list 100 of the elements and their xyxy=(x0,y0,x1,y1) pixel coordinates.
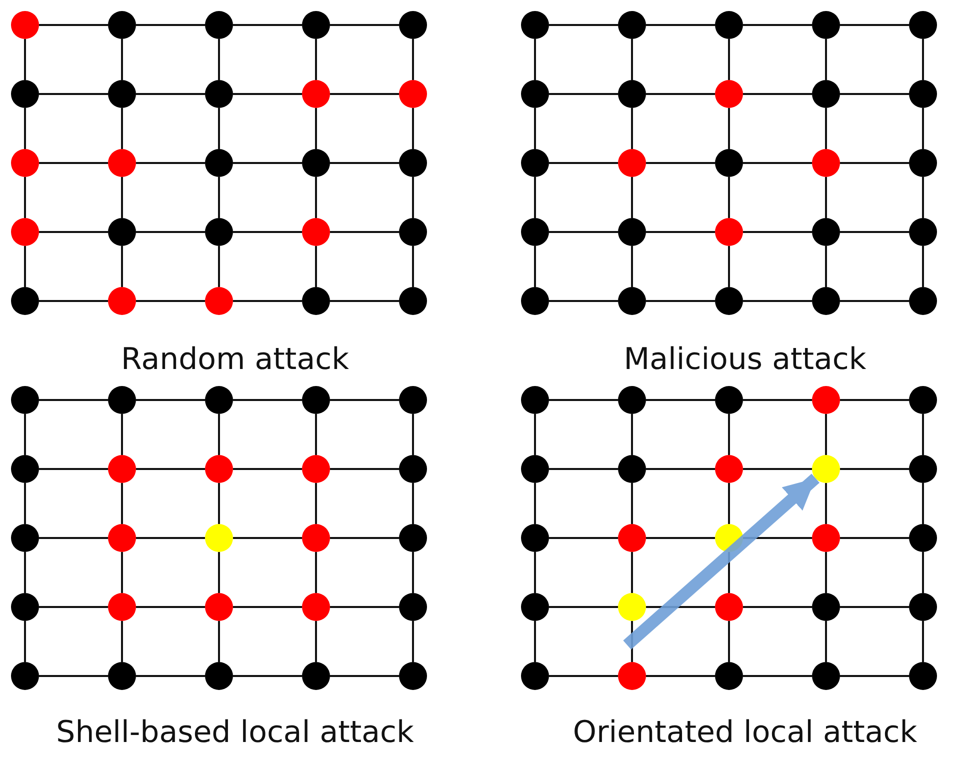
link-line xyxy=(218,177,220,218)
link-line xyxy=(840,606,909,608)
link-line xyxy=(412,621,414,662)
network-node xyxy=(399,218,427,246)
network-node xyxy=(108,218,136,246)
link-line xyxy=(534,414,536,455)
link-line xyxy=(39,606,108,608)
network-node xyxy=(909,386,937,414)
link-line xyxy=(315,177,317,218)
network-node xyxy=(812,662,840,690)
link-line xyxy=(743,606,812,608)
network-node xyxy=(399,662,427,690)
network-node xyxy=(11,80,39,108)
link-line xyxy=(233,24,302,26)
network-node xyxy=(205,11,233,39)
link-line xyxy=(743,399,812,401)
link-line xyxy=(534,39,536,80)
link-line xyxy=(728,177,730,218)
network-node xyxy=(108,524,136,552)
link-line xyxy=(646,399,715,401)
link-line xyxy=(24,621,26,662)
network-node xyxy=(205,149,233,177)
network-node xyxy=(715,11,743,39)
link-line xyxy=(631,108,633,149)
link-line xyxy=(218,39,220,80)
link-line xyxy=(825,621,827,662)
link-line xyxy=(233,537,302,539)
link-line xyxy=(549,231,618,233)
link-line xyxy=(24,177,26,218)
link-line xyxy=(330,675,399,677)
network-node xyxy=(618,455,646,483)
network-node xyxy=(399,11,427,39)
link-line xyxy=(840,231,909,233)
link-line xyxy=(549,675,618,677)
link-line xyxy=(136,675,205,677)
link-line xyxy=(534,552,536,593)
link-line xyxy=(315,414,317,455)
network-node xyxy=(909,149,937,177)
link-line xyxy=(233,606,302,608)
link-line xyxy=(233,162,302,164)
link-line xyxy=(330,468,399,470)
link-line xyxy=(412,108,414,149)
network-node xyxy=(11,386,39,414)
link-line xyxy=(39,24,108,26)
link-line xyxy=(136,300,205,302)
network-node xyxy=(521,662,549,690)
panel-caption: Random attack xyxy=(121,342,349,377)
link-line xyxy=(136,162,205,164)
link-line xyxy=(218,414,220,455)
link-line xyxy=(330,162,399,164)
network-node xyxy=(399,287,427,315)
network-node xyxy=(11,524,39,552)
link-line xyxy=(728,414,730,455)
link-line xyxy=(534,246,536,287)
network-node xyxy=(205,287,233,315)
link-line xyxy=(233,675,302,677)
network-node xyxy=(715,80,743,108)
link-line xyxy=(39,537,108,539)
link-line xyxy=(330,231,399,233)
link-line xyxy=(840,24,909,26)
link-line xyxy=(136,606,205,608)
link-line xyxy=(24,39,26,80)
link-line xyxy=(728,108,730,149)
network-node xyxy=(812,593,840,621)
network-node xyxy=(715,593,743,621)
link-line xyxy=(646,468,715,470)
network-node xyxy=(618,11,646,39)
link-line xyxy=(412,177,414,218)
network-node xyxy=(521,11,549,39)
link-line xyxy=(218,246,220,287)
network-node xyxy=(715,662,743,690)
network-node xyxy=(909,455,937,483)
network-node xyxy=(618,80,646,108)
network-node xyxy=(521,149,549,177)
link-line xyxy=(136,24,205,26)
link-line xyxy=(39,93,108,95)
link-line xyxy=(233,399,302,401)
network-node xyxy=(11,287,39,315)
network-node xyxy=(812,386,840,414)
network-node xyxy=(108,149,136,177)
link-line xyxy=(24,483,26,524)
network-node xyxy=(618,524,646,552)
link-line xyxy=(121,483,123,524)
link-line xyxy=(121,552,123,593)
link-line xyxy=(534,108,536,149)
link-line xyxy=(39,675,108,677)
network-node xyxy=(909,218,937,246)
link-line xyxy=(233,300,302,302)
link-line xyxy=(136,399,205,401)
link-line xyxy=(840,300,909,302)
network-node xyxy=(205,218,233,246)
network-node xyxy=(302,218,330,246)
link-line xyxy=(39,300,108,302)
network-node xyxy=(715,287,743,315)
network-node xyxy=(812,80,840,108)
arrow xyxy=(623,474,820,650)
network-node xyxy=(812,149,840,177)
link-line xyxy=(743,231,812,233)
network-node xyxy=(909,80,937,108)
link-line xyxy=(136,231,205,233)
